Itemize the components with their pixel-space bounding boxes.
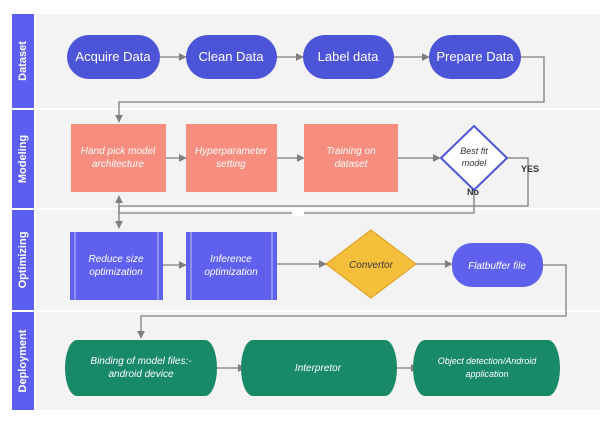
interpretor-node[interactable] <box>241 340 397 396</box>
lane-dataset-title: Dataset <box>17 41 29 81</box>
optimizing-nodes: Reduce size optimization Inference optim… <box>70 229 543 300</box>
best-fit-label-line2: model <box>462 158 488 168</box>
arrow-bestfit-yes <box>115 157 529 229</box>
convertor-label: Convertor <box>349 260 394 271</box>
training-label-line1: Training on <box>326 146 376 157</box>
yes-label: YES <box>521 164 539 174</box>
lane-deployment-title: Deployment <box>17 329 29 392</box>
modeling-nodes: Hand pick model architecture Hyperparame… <box>71 124 539 197</box>
prepare-data-node[interactable] <box>429 35 521 79</box>
label-data-label: Label data <box>318 49 379 64</box>
dataset-nodes: Acquire Data Clean Data Label data Prepa… <box>67 35 521 79</box>
hand-pick-label-line2: architecture <box>92 159 145 170</box>
inference-label-line2: optimization <box>204 267 258 278</box>
label-data-node[interactable] <box>303 35 394 79</box>
best-fit-label-line1: Best fit <box>460 146 488 156</box>
no-line-gap <box>292 209 304 216</box>
flatbuffer-label: Flatbuffer file <box>468 261 526 272</box>
hyperparameter-label-line1: Hyperparameter <box>195 146 268 157</box>
inference-node[interactable] <box>186 232 277 300</box>
interpretor-label: Interpretor <box>295 363 342 374</box>
lane-optimizing-bar <box>12 210 34 310</box>
lane-optimizing-title: Optimizing <box>17 232 29 289</box>
hand-pick-label-line1: Hand pick model <box>81 146 156 157</box>
hand-pick-node[interactable] <box>71 124 166 192</box>
arrow-prepare-handpick <box>115 56 545 123</box>
no-label: No <box>467 187 479 197</box>
binding-label-line2: android device <box>108 369 173 380</box>
hyperparameter-label-line2: setting <box>216 159 246 170</box>
object-detection-label-line2: application <box>465 369 508 379</box>
arrow-flatbuffer-binding <box>137 264 567 339</box>
convertor-decision[interactable] <box>325 229 417 299</box>
binding-node[interactable] <box>65 340 217 396</box>
inference-label-line1: Inference <box>210 254 252 265</box>
acquire-data-node[interactable] <box>67 35 160 79</box>
flatbuffer-node[interactable] <box>452 243 543 287</box>
best-fit-decision[interactable] <box>439 124 509 192</box>
prepare-data-label: Prepare Data <box>436 49 514 64</box>
reduce-size-label-line1: Reduce size <box>88 254 143 265</box>
object-detection-label-line1: Object detection/Android <box>438 356 538 366</box>
training-node[interactable] <box>304 124 398 192</box>
training-label-line2: dataset <box>335 159 369 170</box>
lane-modeling-bar <box>12 110 34 208</box>
clean-data-node[interactable] <box>186 35 277 79</box>
connectors <box>115 53 567 372</box>
lane-modeling-title: Modeling <box>17 135 29 183</box>
binding-label-line1: Binding of model files:- <box>90 356 192 367</box>
object-detection-node[interactable] <box>413 340 560 396</box>
clean-data-label: Clean Data <box>198 49 264 64</box>
deployment-nodes: Binding of model files:- android device … <box>65 340 560 396</box>
hyperparameter-node[interactable] <box>186 124 277 192</box>
acquire-data-label: Acquire Data <box>75 49 151 64</box>
lane-deployment-bar <box>12 312 34 410</box>
lane-dataset-bar <box>12 14 34 108</box>
reduce-size-label-line2: optimization <box>89 267 143 278</box>
reduce-size-node[interactable] <box>70 232 163 300</box>
